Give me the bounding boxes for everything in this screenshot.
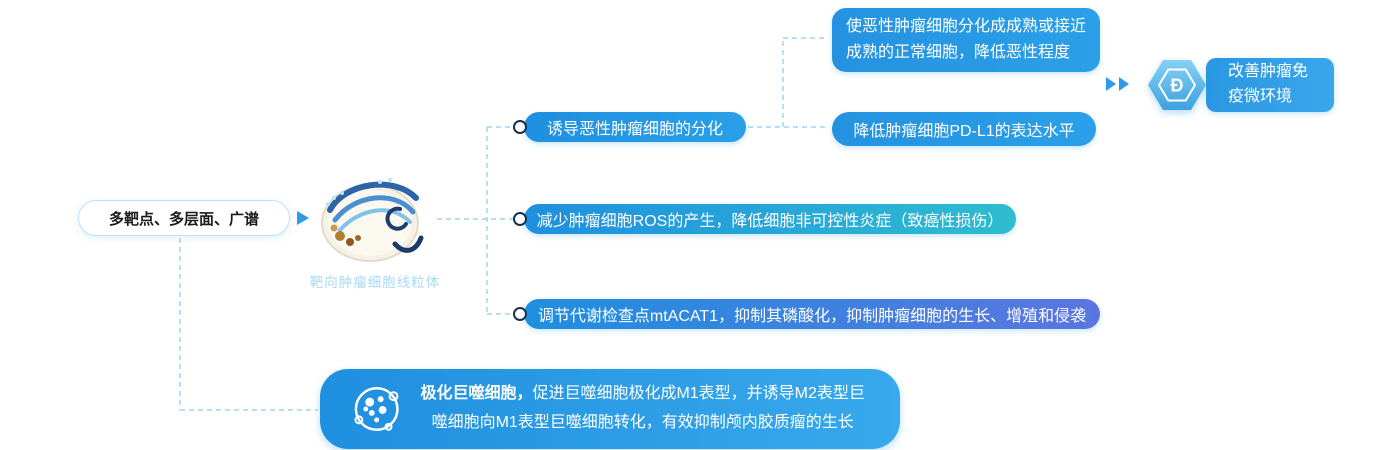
branch-label: 调节代谢检查点mtACAT1，抑制其磷酸化，抑制肿瘤细胞的生长、增殖和侵袭 [537, 308, 1087, 325]
outcome-label: 使恶性肿瘤细胞分化成成熟或接近成熟的正常细胞，降低恶性程度 [846, 17, 1087, 61]
result-box-immune-microenvironment: 改善肿瘤免疫微环境 [1206, 58, 1334, 112]
hexagon-d-icon: Đ [1148, 60, 1206, 110]
macrophage-cell-icon [354, 387, 399, 431]
branch-node-dot [513, 120, 527, 134]
macrophage-text: 极化巨噬细胞，促进巨噬细胞极化成M1表型，并诱导M2表型巨噬细胞向M1表型巨噬细… [419, 380, 866, 438]
result-label: 改善肿瘤免疫微环境 [1228, 63, 1309, 105]
branch-pill-differentiation: 诱导恶性肿瘤细胞的分化 [524, 112, 746, 142]
macrophage-text-lead: 极化巨噬细胞， [420, 385, 533, 403]
branch-node-dot [513, 212, 527, 226]
mitochondria-cell-illustration [321, 178, 424, 262]
source-label: 多靶点、多层面、广谱 [108, 210, 259, 228]
outcome-box-differentiation: 使恶性肿瘤细胞分化成成熟或接近成熟的正常细胞，降低恶性程度 [832, 8, 1100, 72]
branch-pill-mtacat1: 调节代谢检查点mtACAT1，抑制其磷酸化，抑制肿瘤细胞的生长、增殖和侵袭 [524, 299, 1100, 329]
macrophage-text-rest: 促进巨噬细胞极化成M1表型，并诱导M2表型巨噬细胞向M1表型巨噬细胞转化，有效抑… [431, 385, 865, 431]
mitochondria-caption: 靶向肿瘤细胞线粒体 [309, 275, 441, 290]
arrow-right-icon [297, 211, 309, 225]
source-pill: 多靶点、多层面、广谱 [78, 200, 290, 236]
double-chevron-icon [1106, 77, 1129, 91]
outcome-box-pdl1: 降低肿瘤细胞PD-L1的表达水平 [832, 112, 1096, 146]
outcome-label: 降低肿瘤细胞PD-L1的表达水平 [853, 123, 1075, 140]
branch-label: 诱导恶性肿瘤细胞的分化 [546, 121, 723, 138]
branch-label: 减少肿瘤细胞ROS的产生，降低细胞非可控性炎症（致癌性损伤） [536, 213, 1004, 230]
svg-text:Đ: Đ [1171, 76, 1184, 96]
branch-pill-ros: 减少肿瘤细胞ROS的产生，降低细胞非可控性炎症（致癌性损伤） [524, 204, 1016, 234]
branch-node-dot [513, 307, 527, 321]
macrophage-box: 极化巨噬细胞，促进巨噬细胞极化成M1表型，并诱导M2表型巨噬细胞向M1表型巨噬细… [320, 369, 900, 449]
